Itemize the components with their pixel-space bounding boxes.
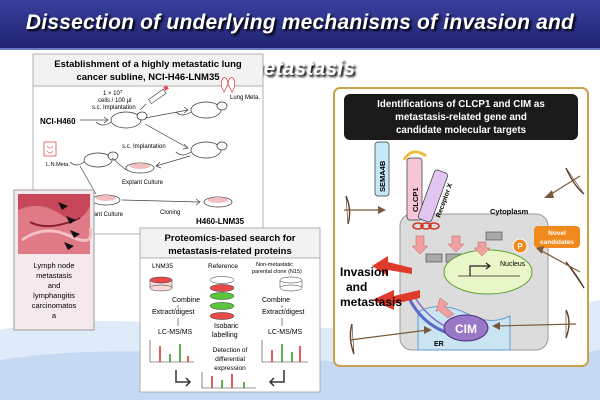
cim-label: CIM: [455, 322, 477, 336]
nucleus-label: Nucleus: [500, 261, 526, 268]
col-lnm35: LNM35: [152, 263, 173, 270]
lcms-right: LC-MS/MS: [268, 329, 303, 336]
panel-molecular-targets: Identifications of CLCP1 and CIM as meta…: [333, 87, 589, 367]
cells-volume: cells / 100 µl: [98, 98, 131, 104]
bow-arrow-icon: [492, 309, 577, 339]
bow-arrow-icon: [536, 246, 585, 289]
parent-line-label: NCI-H460: [40, 117, 76, 126]
photo-caption-line2: metastasis: [36, 271, 72, 280]
transcription-arrow-icon: [469, 265, 490, 276]
sample-n15-icon: [279, 276, 303, 292]
clcp1-receptor: CLCP1: [406, 157, 423, 221]
bow-arrow-icon: [349, 323, 432, 355]
panel-proteomics: Proteomics-based search for metastasis-r…: [139, 227, 321, 393]
sema4b-label: SEMA4B: [378, 160, 387, 192]
explant-culture-1: Explant Culture: [122, 180, 164, 186]
extract-left: Extract/digest: [152, 309, 194, 316]
nucleus: [443, 249, 533, 295]
invasion-line3: metastasis: [340, 295, 402, 309]
bow-arrow-icon: [344, 195, 386, 225]
lnm-heading-line1: Establishment of a highly metastatic lun…: [54, 59, 242, 70]
isobaric-line1: Isobaric: [214, 323, 239, 330]
invasion-line1: Invasion: [340, 265, 389, 279]
lcms-left: LC-MS/MS: [158, 329, 193, 336]
bow-arrow-icon: [544, 167, 585, 198]
sema4b-ligand: SEMA4B: [374, 141, 390, 197]
mouse-icon: [69, 151, 119, 168]
lnm-heading-line2: cancer subline, NCI-H46-LNM35: [76, 72, 220, 83]
syringe-icon: [139, 85, 169, 111]
photo-caption-line1: Lymph node: [33, 261, 74, 270]
membrane-coil: [412, 222, 440, 230]
flow-arrows: [79, 106, 201, 206]
sample-lnm35-icon: [149, 276, 173, 292]
lymph-node-icon: [43, 141, 57, 157]
photo-caption-line5: carcinomatos: [32, 301, 77, 310]
photo-caption-line6: a: [52, 311, 57, 320]
cells-dose: 1 × 107: [103, 89, 123, 97]
svg-text:P: P: [517, 242, 523, 251]
spectrum-left: [149, 340, 194, 363]
merge-arrows: [175, 370, 285, 387]
culture-dish-icon: [203, 196, 233, 208]
col-n15-line2: parental clone (N15): [252, 269, 302, 275]
proteomics-heading-line1: Proteomics-based search for: [165, 233, 296, 244]
proteomics-connectors: [177, 305, 283, 326]
novel-candidates-badge: Novel candidates: [534, 226, 580, 248]
col-reference: Reference: [208, 263, 238, 270]
mouse-icon: [175, 101, 228, 119]
mouse-icon: [175, 141, 228, 159]
culture-dish-icon: [91, 194, 121, 206]
proteomics-heading-line2: metastasis-related proteins: [168, 246, 292, 257]
detection-line2: differential: [215, 356, 245, 363]
detection-line1: Detection of: [213, 347, 248, 354]
mouse-icon: [95, 111, 148, 129]
sc-implant-mid: s.c. Implantation: [122, 144, 166, 150]
ln-meta-label: L.N.Meta.: [46, 162, 70, 168]
lymph-node-photo: [18, 194, 93, 254]
slide-title: Dissection of underlying mechanisms of i…: [0, 0, 600, 80]
svg-text:Novel: Novel: [548, 230, 566, 237]
er-label: ER: [434, 341, 444, 348]
cim-protein: CIM: [443, 314, 489, 342]
result-line-label: H460-LNM35: [196, 217, 245, 226]
lung-meta-label: Lung Meta.: [230, 95, 260, 101]
pathway-arrows: [411, 235, 491, 319]
photo-caption-line4: lymphangitis: [33, 291, 75, 300]
combine-right: Combine: [262, 297, 290, 304]
spectrum-result: [201, 372, 256, 389]
photo-caption-line3: and: [48, 281, 61, 290]
extract-right: Extract/digest: [262, 309, 304, 316]
culture-dish-icon: [125, 162, 155, 174]
lung-icon: [220, 77, 236, 93]
explant-culture-2: Explant Culture: [82, 212, 124, 218]
binding-arc: [402, 150, 427, 161]
col-n15-line1: Non-metastatic: [256, 262, 293, 268]
panel-lnm35-establishment: Establishment of a highly metastatic lun…: [32, 53, 264, 235]
invasion-arrows: [372, 256, 420, 310]
svg-text:candidates: candidates: [540, 239, 574, 246]
cloning-label: Cloning: [160, 210, 180, 216]
combine-left: Combine: [172, 297, 200, 304]
isobaric-line2: labelling: [212, 332, 238, 339]
targets-heading-line3: candidate molecular targets: [396, 125, 527, 136]
invasion-line2: and: [346, 280, 367, 294]
lymph-node-photo-card: Lymph node metastasis and lymphangitis c…: [13, 189, 95, 331]
detection-line3: expression: [214, 365, 246, 372]
targets-heading-line1: Identifications of CLCP1 and CIM as: [377, 99, 545, 110]
cytoplasm-label: Cytoplasm: [490, 207, 529, 216]
sample-reference-icon: [209, 276, 235, 320]
sc-implant-top: s.c. Implantation: [92, 105, 136, 111]
clcp1-label: CLCP1: [411, 187, 420, 212]
targets-heading-line2: metastasis-related gene and: [395, 112, 527, 123]
spectrum-right: [261, 340, 308, 363]
phospho-badge: P: [512, 238, 528, 254]
